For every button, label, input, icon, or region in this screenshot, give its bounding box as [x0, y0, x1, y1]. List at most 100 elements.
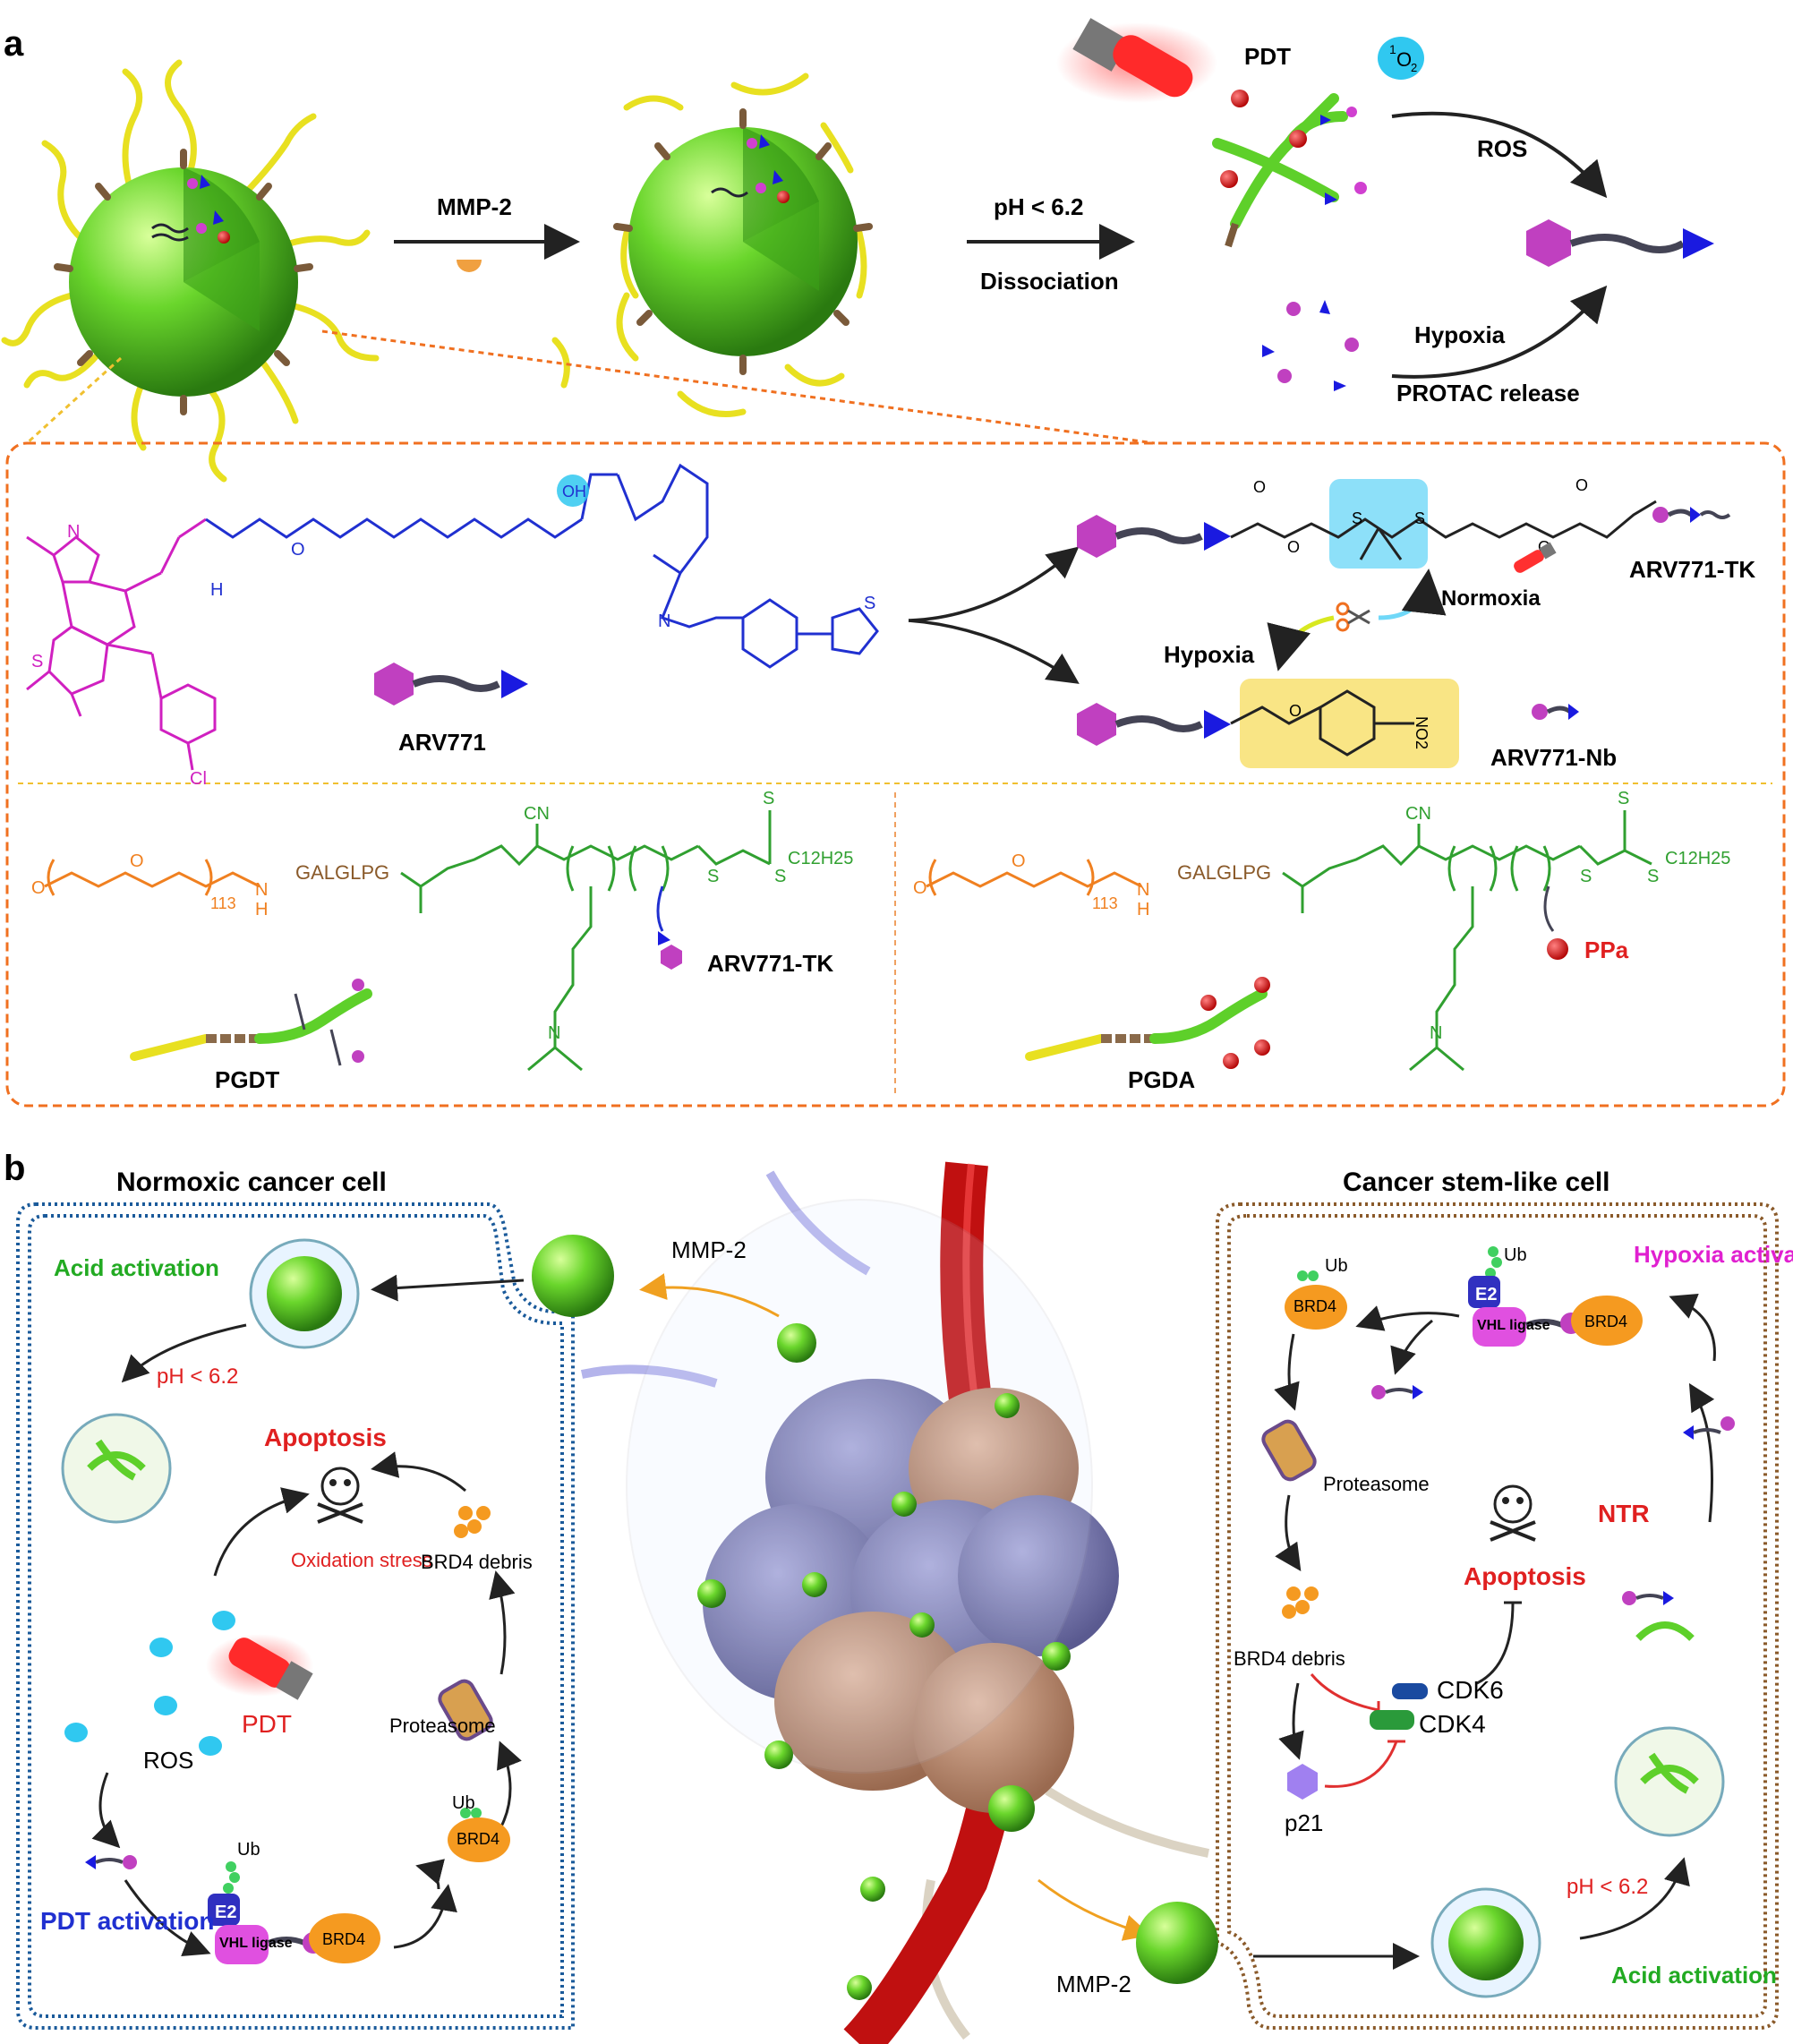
normoxic-title: Normoxic cancer cell	[116, 1167, 387, 1197]
svg-text:S: S	[1352, 509, 1362, 527]
brd4-right-2: BRD4	[1294, 1297, 1336, 1315]
mini-laser-icon	[1514, 542, 1557, 573]
svg-text:S: S	[864, 594, 875, 613]
protac-release-label: PROTAC release	[1396, 380, 1580, 406]
svg-text:113: 113	[210, 894, 236, 912]
pgdt-structure: 113 O O N H GALGLPG CN N S S S C12H25	[31, 789, 853, 1072]
protac-free-right-2	[1683, 1416, 1735, 1440]
pgda-label: PGDA	[1128, 1066, 1195, 1093]
scissors-icon	[1336, 602, 1370, 632]
svg-text:S: S	[774, 867, 786, 886]
hypoxia-activation-1: Hypoxia activation	[1634, 1241, 1793, 1268]
svg-text:NO2: NO2	[1413, 716, 1430, 749]
svg-text:N: N	[255, 880, 268, 900]
apoptosis-right: Apoptosis	[1464, 1562, 1586, 1590]
svg-text:N: N	[548, 1023, 560, 1043]
nanoparticle-cleaved-icon	[551, 73, 873, 417]
pdt-left: PDT	[242, 1710, 292, 1738]
svg-text:S: S	[1618, 789, 1629, 808]
brd4-debris-icon-left	[454, 1506, 491, 1538]
svg-text:H: H	[255, 900, 268, 919]
cdk4-icon	[1370, 1710, 1414, 1730]
arv771-nb-small-icon	[1532, 704, 1579, 720]
brd4-ub-right	[1285, 1270, 1347, 1330]
e3-complex-right	[1468, 1246, 1643, 1347]
skull-icon-left	[317, 1467, 363, 1524]
arv771-nb-structure: O NO2	[1077, 679, 1459, 768]
vhl-right: VHL ligase	[1477, 1318, 1550, 1333]
svg-text:113: 113	[1092, 894, 1118, 912]
pdt-activation: PDT activation	[40, 1907, 214, 1935]
acid-activation-right: Acid activation	[1611, 1962, 1777, 1988]
ros-label-a: ROS	[1477, 135, 1527, 162]
svg-text:H: H	[1137, 900, 1149, 919]
svg-text:N: N	[67, 522, 80, 542]
hypoxia-label-a: Hypoxia	[1414, 321, 1506, 348]
nanoparticle-entry-left	[532, 1235, 614, 1317]
dissociated-polymer-icon	[1212, 90, 1367, 248]
brd4-left-2: BRD4	[457, 1830, 499, 1848]
arv771-nb-label: ARV771-Nb	[1490, 744, 1617, 771]
proteasome-right: Proteasome	[1323, 1473, 1430, 1495]
svg-text:O: O	[1287, 538, 1300, 556]
ph-left: pH < 6.2	[157, 1364, 238, 1389]
pgdt-icon	[130, 979, 372, 1066]
e3-complex-left	[208, 1861, 380, 1964]
cdk4-label: CDK4	[1419, 1710, 1486, 1738]
svg-text:O: O	[31, 878, 46, 898]
cdk6-icon	[1392, 1683, 1428, 1699]
laser-icon	[1056, 18, 1217, 103]
ppa-label: PPa	[1584, 936, 1629, 963]
brd4-left: BRD4	[322, 1930, 365, 1948]
tumor-cluster	[580, 1161, 1209, 2044]
nanoparticle-peg-icon	[1, 59, 380, 483]
brd4-debris-right: BRD4 debris	[1234, 1647, 1345, 1670]
svg-text:O: O	[1396, 48, 1412, 71]
e2-right: E2	[1475, 1285, 1497, 1304]
svg-text:O: O	[1012, 851, 1026, 871]
svg-text:S: S	[31, 652, 43, 671]
svg-text:OH: OH	[562, 483, 586, 500]
mmp2-label-bottom: MMP-2	[1056, 1971, 1131, 1997]
ros-left: ROS	[143, 1747, 193, 1774]
svg-text:S: S	[1580, 867, 1592, 886]
svg-text:1: 1	[1389, 42, 1396, 56]
apoptosis-left: Apoptosis	[264, 1424, 387, 1451]
brd4-right: BRD4	[1584, 1313, 1627, 1330]
svg-text:H: H	[210, 580, 223, 600]
stem-cell-membrane	[1216, 1202, 1779, 2030]
svg-text:N: N	[1137, 880, 1149, 900]
arv771-tk-small-icon	[1652, 507, 1731, 523]
normoxia-label: Normoxia	[1441, 586, 1541, 611]
ph-label-a: pH < 6.2	[994, 193, 1083, 220]
panel-b-label: b	[4, 1149, 25, 1188]
p21-label: p21	[1285, 1809, 1323, 1836]
svg-text:S: S	[1647, 867, 1659, 886]
dissociation-label: Dissociation	[980, 268, 1119, 295]
arv771-symbol-icon	[374, 663, 528, 706]
ub-left: Ub	[237, 1840, 260, 1860]
ub-right: Ub	[1504, 1245, 1527, 1265]
proteasome-icon-left	[438, 1679, 493, 1741]
brd4-ub-left	[448, 1808, 510, 1862]
proteasome-left: Proteasome	[389, 1715, 496, 1737]
svg-text:C12H25: C12H25	[1665, 849, 1730, 868]
pdt-label-a: PDT	[1244, 43, 1291, 70]
svg-text:S: S	[1414, 509, 1425, 527]
svg-text:O: O	[1575, 476, 1588, 494]
cdk6-label: CDK6	[1437, 1676, 1504, 1704]
svg-text:CN: CN	[1405, 804, 1431, 824]
arv771-structure: N S Cl OH H O N S	[26, 463, 879, 789]
skull-icon-right	[1490, 1484, 1536, 1542]
nanoparticle-entry-right	[1136, 1902, 1218, 1984]
singlet-oxygen-icon: 1 O 2	[1378, 37, 1424, 80]
svg-text:Cl: Cl	[190, 769, 207, 789]
pgda-icon	[1025, 977, 1270, 1069]
ph-right: pH < 6.2	[1567, 1875, 1648, 1899]
arv771-tk-pgdt-label: ARV771-TK	[707, 950, 833, 977]
svg-text:O: O	[913, 878, 927, 898]
svg-text:S: S	[763, 789, 774, 808]
oxidation-stress-1: Oxidation stress	[291, 1549, 432, 1571]
structure-box	[5, 441, 1786, 1108]
